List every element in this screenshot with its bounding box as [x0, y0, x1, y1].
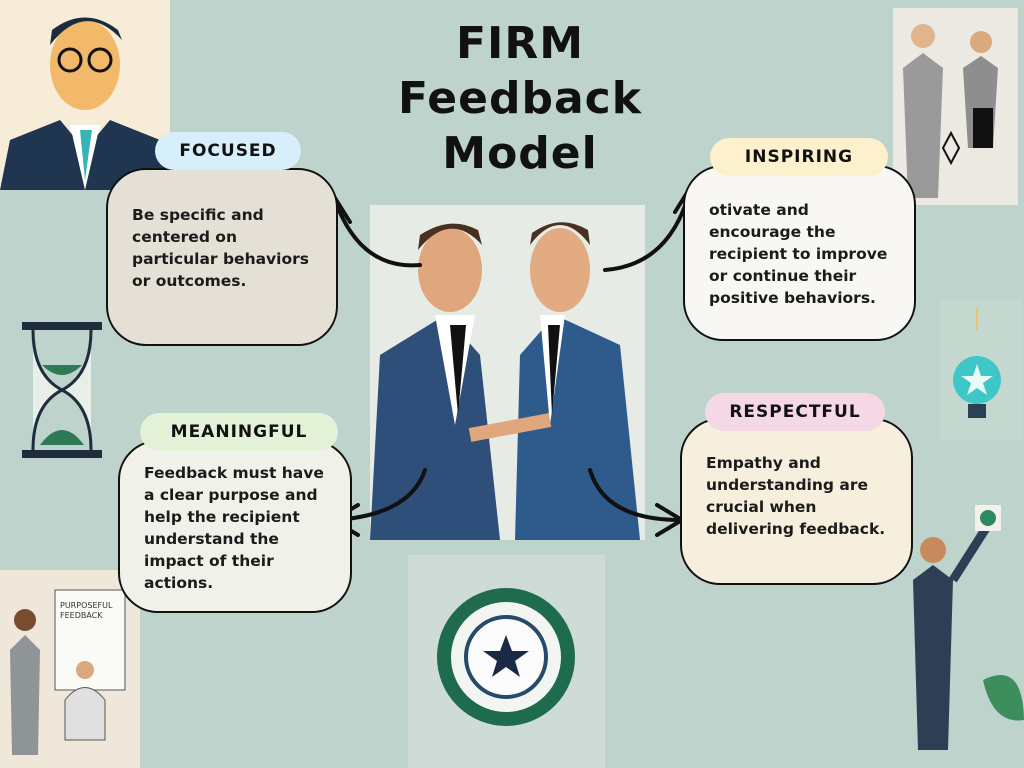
hourglass-icon [18, 320, 106, 460]
two-colleagues-illustration [893, 8, 1018, 205]
meaningful-label: MEANINGFUL [140, 413, 338, 451]
focused-label: FOCUSED [155, 132, 301, 170]
poster-text: FEEDBACK [60, 611, 103, 620]
inspiring-description: otivate and encourage the recipient to i… [709, 201, 888, 307]
title-line: Feedback [398, 73, 642, 124]
inspiring-label: INSPIRING [710, 138, 888, 176]
presenter-illustration: PURPOSEFUL FEEDBACK [0, 570, 140, 768]
focused-description: Be specific and centered on particular b… [132, 206, 309, 290]
inspiring-card: otivate and encourage the recipient to i… [683, 165, 916, 341]
star-emblem-icon [408, 555, 605, 768]
focused-card: Be specific and centered on particular b… [106, 168, 338, 346]
celebrating-man-illustration [893, 500, 1024, 768]
poster-text: PURPOSEFUL [60, 601, 113, 610]
meaningful-description: Feedback must have a clear purpose and h… [144, 464, 324, 592]
respectful-label: RESPECTFUL [705, 393, 885, 431]
arrow-to-respectful [588, 468, 682, 522]
page-title: FIRM Feedback Model [330, 16, 710, 181]
title-line: Model [442, 128, 598, 179]
respectful-card: Empathy and understanding are crucial wh… [680, 418, 913, 585]
meaningful-card: Feedback must have a clear purpose and h… [118, 440, 352, 613]
arrow-to-inspiring [603, 188, 692, 272]
title-line: FIRM [455, 18, 585, 69]
arrow-to-focused [333, 198, 422, 268]
lightbulb-icon [940, 300, 1022, 440]
respectful-description: Empathy and understanding are crucial wh… [706, 454, 886, 538]
